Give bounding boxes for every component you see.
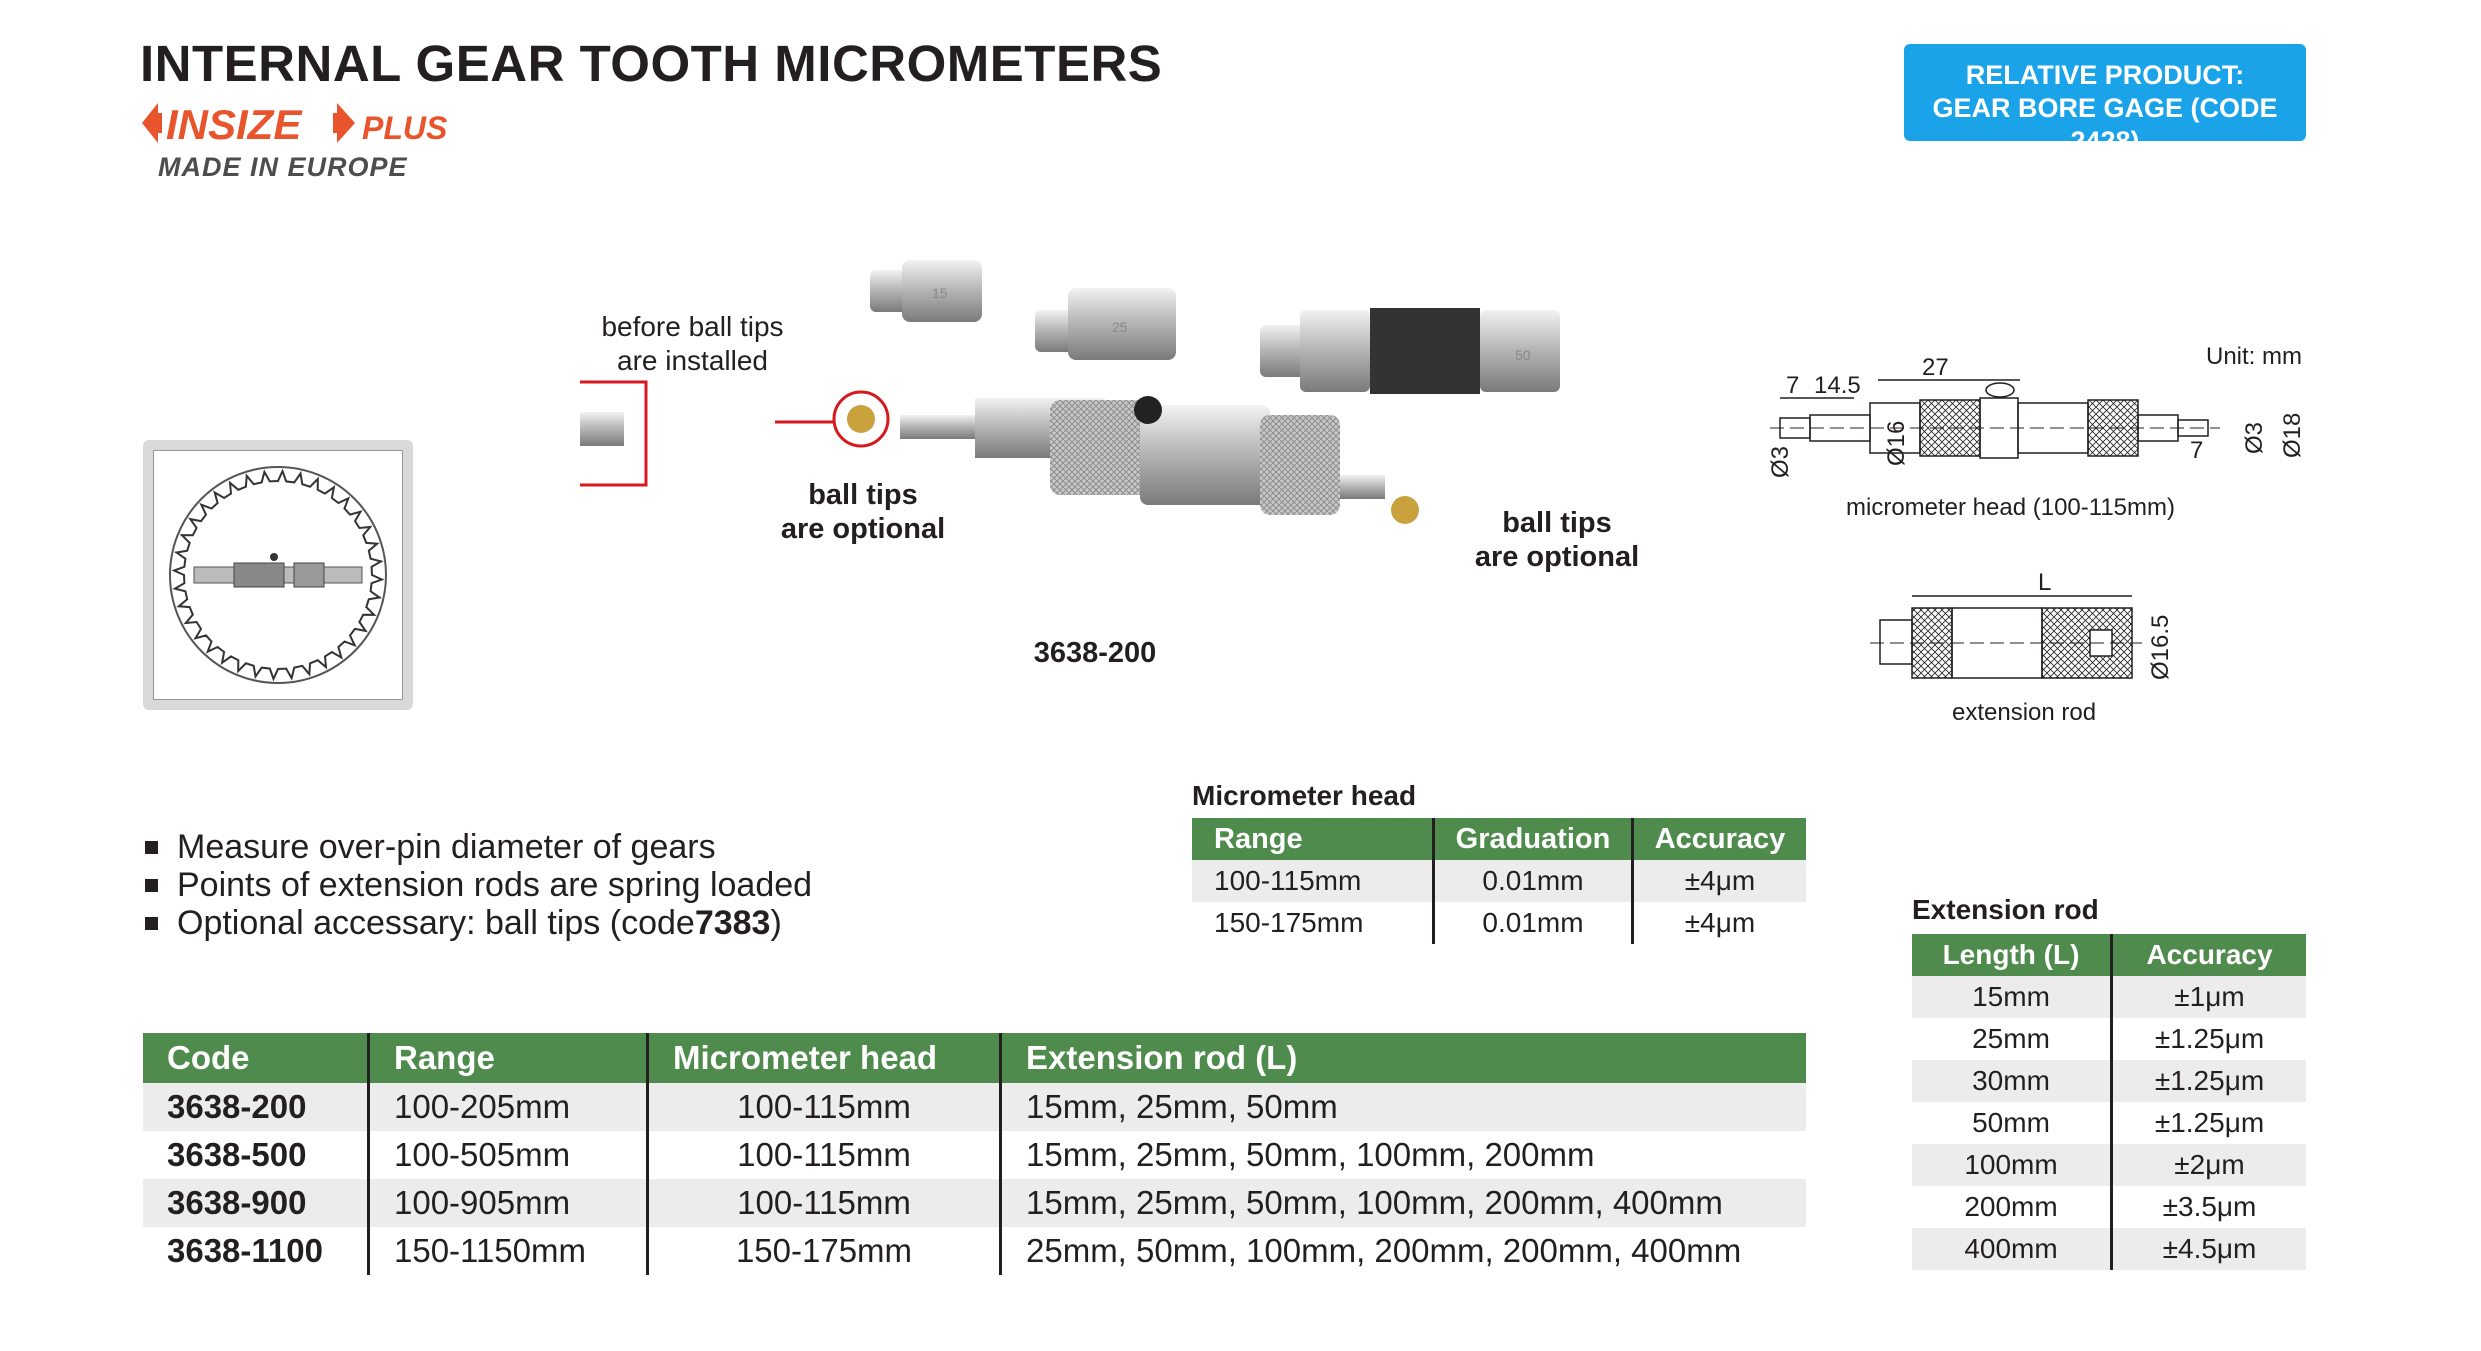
micrometer-head-drawing bbox=[1770, 382, 2220, 459]
header-cell: Code bbox=[167, 1039, 250, 1076]
header-cell: Accuracy bbox=[1631, 818, 1806, 860]
extension-rod-25: 25 bbox=[1035, 288, 1176, 360]
svg-text:50: 50 bbox=[1515, 347, 1531, 363]
technical-drawing: Unit: mm 7 14.5 27 Ø3 Ø16 Ø3 Ø18 7 micro… bbox=[1767, 343, 2306, 726]
extension-rod-caption: Extension rod bbox=[1912, 894, 2099, 925]
table-row: 3638-200 100-205mm 100-115mm 15mm, 25mm,… bbox=[143, 1083, 1806, 1131]
header-cell: Length (L) bbox=[1942, 939, 2080, 970]
micrometer-head bbox=[900, 396, 1419, 524]
extension-rod-drawing bbox=[1870, 607, 2142, 679]
svg-text:Ø16: Ø16 bbox=[1883, 421, 1910, 466]
header-cell: Range bbox=[367, 1033, 648, 1083]
table-header-row: Code Range Micrometer head Extension rod… bbox=[143, 1033, 1806, 1083]
gear-teeth bbox=[171, 468, 385, 682]
svg-text:15: 15 bbox=[932, 285, 948, 301]
feature-list: Measure over-pin diameter of gears Point… bbox=[143, 828, 812, 942]
svg-text:14.5: 14.5 bbox=[1814, 372, 1861, 399]
ball-tip-highlight bbox=[832, 390, 890, 448]
rod-caption: extension rod bbox=[1952, 699, 2096, 726]
header-cell: Accuracy bbox=[2110, 934, 2306, 976]
table-row: 200mm±3.5μm bbox=[1912, 1186, 2306, 1228]
micrometer-head-caption: Micrometer head bbox=[1192, 780, 1417, 811]
table-row: 25mm±1.25μm bbox=[1912, 1018, 2306, 1060]
table-row: 150-175mm 0.01mm ±4μm bbox=[1192, 902, 1806, 944]
table-row: 15mm±1μm bbox=[1912, 976, 2306, 1018]
svg-text:Ø3: Ø3 bbox=[1767, 446, 1794, 478]
table-row: 3638-900 100-905mm 100-115mm 15mm, 25mm,… bbox=[143, 1179, 1806, 1227]
head-caption: micrometer head (100-115mm) bbox=[1846, 494, 2175, 521]
insize-logo: INSIZE PLUS bbox=[142, 101, 448, 148]
feature-item: Measure over-pin diameter of gears bbox=[143, 828, 812, 866]
brand-tagline: MADE IN EUROPE bbox=[158, 152, 408, 182]
svg-text:27: 27 bbox=[1922, 354, 1949, 381]
gear-thumbnail[interactable] bbox=[143, 440, 413, 710]
header-cell: Micrometer head bbox=[646, 1033, 1001, 1083]
product-table: Code Range Micrometer head Extension rod… bbox=[143, 1033, 1806, 1275]
micrometer-head-table: Range Graduation Accuracy 100-115mm 0.01… bbox=[1192, 818, 1806, 944]
page-title: INTERNAL GEAR TOOTH MICROMETERS bbox=[140, 35, 1163, 92]
brand-suffix: PLUS bbox=[362, 110, 448, 146]
brand-name: INSIZE bbox=[166, 101, 303, 148]
svg-text:Ø16.5: Ø16.5 bbox=[2147, 615, 2174, 680]
extension-rod-table: Length (L) Accuracy 15mm±1μm 25mm±1.25μm… bbox=[1912, 934, 2306, 1270]
table-row: 100mm±2μm bbox=[1912, 1144, 2306, 1186]
table-row: 3638-1100 150-1150mm 150-175mm 25mm, 50m… bbox=[143, 1227, 1806, 1275]
table-row: 50mm±1.25μm bbox=[1912, 1102, 2306, 1144]
table-row: 100-115mm 0.01mm ±4μm bbox=[1192, 860, 1806, 902]
table-row: 30mm±1.25μm bbox=[1912, 1060, 2306, 1102]
table-row: 400mm±4.5μm bbox=[1912, 1228, 2306, 1270]
related-product-button[interactable]: RELATIVE PRODUCT: GEAR BORE GAGE (CODE 2… bbox=[1904, 44, 2306, 156]
header-cell: Range bbox=[1214, 822, 1303, 855]
extension-rod-50: 50 bbox=[1260, 308, 1560, 394]
table-header-row: Length (L) Accuracy bbox=[1912, 934, 2306, 976]
header-cell: Extension rod (L) bbox=[999, 1033, 1806, 1083]
table-header-row: Range Graduation Accuracy bbox=[1192, 818, 1806, 860]
svg-text:7: 7 bbox=[1786, 372, 1799, 399]
svg-text:L: L bbox=[2038, 569, 2051, 596]
model-label: 3638-200 bbox=[1033, 637, 1157, 669]
gear-illustration bbox=[169, 466, 387, 684]
table-row: 3638-500 100-505mm 100-115mm 15mm, 25mm,… bbox=[143, 1131, 1806, 1179]
unit-label: Unit: mm bbox=[2206, 343, 2302, 370]
svg-text:Ø18: Ø18 bbox=[2279, 413, 2306, 458]
feature-item: Points of extension rods are spring load… bbox=[143, 866, 812, 904]
svg-text:25: 25 bbox=[1112, 319, 1128, 335]
extension-rod-15: 15 bbox=[870, 260, 982, 322]
related-line1: RELATIVE PRODUCT: bbox=[1965, 60, 2245, 90]
svg-text:Ø3: Ø3 bbox=[2241, 422, 2268, 454]
header-cell: Graduation bbox=[1432, 818, 1633, 860]
svg-text:7: 7 bbox=[2190, 437, 2203, 464]
feature-item: Optional accessary: ball tips (code 7383… bbox=[143, 904, 812, 942]
product-photo: 15 25 50 bbox=[580, 260, 1560, 524]
related-line2: GEAR BORE GAGE (CODE 2428) bbox=[1932, 93, 2278, 156]
